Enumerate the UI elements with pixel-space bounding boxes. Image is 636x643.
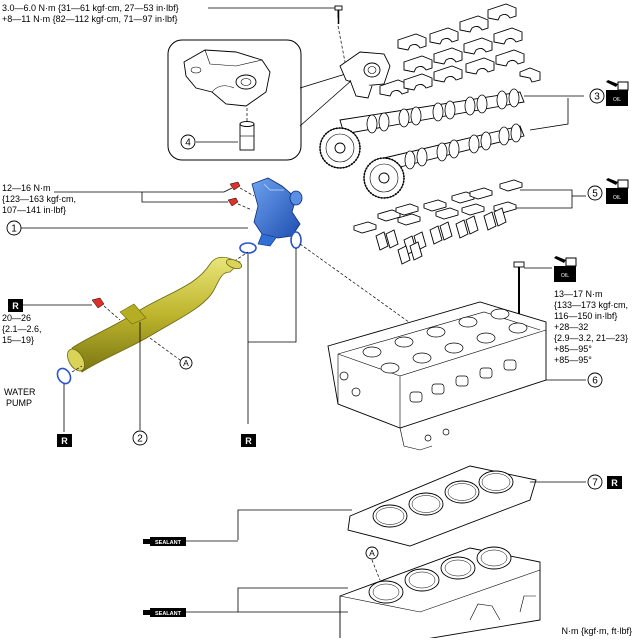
callout-group-3: 3 — [524, 88, 605, 131]
torque-right-line3: 116—150 in·lbf} — [554, 311, 617, 321]
camshaft-sprocket-exhaust — [363, 157, 405, 199]
callout-7-label: 7 — [592, 478, 598, 489]
water-pump-line2: PUMP — [6, 398, 32, 408]
torque-left-upper-line1: 12—16 N·m — [2, 183, 51, 193]
callout-5-label: 5 — [592, 189, 598, 200]
callout-A2 — [365, 546, 379, 560]
torque-left-lower-line2: {2.1—2.6, — [2, 324, 42, 334]
callout-6-label: 6 — [592, 376, 598, 387]
torque-right-line1: 13—17 N·m — [554, 289, 603, 299]
torque-right-line7: +85—95° — [554, 355, 592, 365]
torque-spec-top: 3.0—6.0 N·m {31—61 kgf·cm, 27—53 in·lbf}… — [2, 3, 339, 24]
water-pump-label: WATER PUMP — [4, 387, 36, 408]
torque-left-lower-line1: 20—26 — [2, 313, 31, 323]
cylinder-head — [327, 301, 547, 451]
callout-3 — [589, 88, 605, 104]
sealant-label-2: SEALANT — [155, 611, 182, 617]
camshaft-cap-bolt-top — [334, 5, 343, 24]
callout-1-label: 1 — [11, 224, 17, 235]
torque-top-line1: 3.0—6.0 N·m {31—61 kgf·cm, 27—53 in·lbf} — [2, 3, 179, 13]
callout-4-label: 4 — [185, 138, 191, 149]
inset-lash-adjuster-detail: 4 — [167, 39, 302, 161]
torque-right-line4: +28—32 — [554, 322, 588, 332]
callout-group-7: 7 — [530, 474, 603, 490]
oil-label-2: OIL — [613, 195, 621, 201]
o-ring-water-pump — [56, 367, 72, 385]
replace-label-left: R — [12, 301, 19, 311]
sealant-tube-icon: SEALANT — [143, 537, 186, 546]
callout-3-label: 3 — [594, 92, 600, 103]
sealant-tube-icon: SEALANT — [143, 608, 186, 617]
callout-1 — [6, 220, 22, 236]
torque-spec-right: 13—17 N·m {133—173 kgf·cm, 116—150 in·lb… — [554, 289, 628, 365]
oil-can-icon: OIL — [606, 178, 629, 204]
callout-7 — [587, 474, 603, 490]
callout-group-A2: A — [365, 546, 381, 581]
torque-spec-left-upper: 12—16 N·m {123—163 kgf·cm, 107—141 in·lb… — [2, 183, 233, 215]
callout-group-5: 5 — [516, 185, 603, 209]
torque-left-upper-line3: 107—141 in·lbf} — [2, 205, 66, 215]
torque-right-line5: {2.9—3.2, 21—23} — [554, 333, 628, 343]
callout-A2-label: A — [369, 548, 375, 558]
rocker-arms-lower — [375, 207, 507, 265]
thermostat-housing — [251, 177, 303, 247]
callout-A1-label: A — [183, 358, 189, 368]
rocker-arms-upper — [353, 179, 523, 234]
replace-badge-left: R — [8, 299, 23, 312]
o-ring-thermostat-2 — [290, 231, 302, 249]
callout-6 — [587, 372, 603, 388]
water-pump-line1: WATER — [4, 387, 36, 397]
replace-badge-center: R — [241, 434, 256, 447]
callout-A1 — [179, 356, 193, 370]
torque-right-line6: +85—95° — [554, 344, 592, 354]
camshaft-caps — [379, 3, 541, 97]
replace-badge-right: R — [607, 476, 622, 489]
callout-group-6: 6 — [546, 372, 603, 388]
o-ring-thermostat-1 — [239, 242, 257, 254]
camshaft-cap-set — [339, 51, 391, 99]
water-bypass-pipe — [67, 256, 243, 373]
torque-left-lower-line3: 15—19} — [2, 335, 34, 345]
sealant-label-1: SEALANT — [155, 540, 182, 546]
bolt-red-3 — [91, 297, 105, 309]
oil-can-icon: OIL — [606, 80, 629, 106]
oil-label-1: OIL — [613, 97, 621, 103]
torque-spec-left-lower: 20—26 {2.1—2.6, 15—19} — [2, 313, 42, 345]
callout-2 — [132, 430, 148, 446]
camshaft-exhaust — [383, 123, 525, 171]
camshaft-sprocket-intake — [319, 127, 361, 169]
callout-group-A1: A — [179, 356, 193, 370]
torque-left-upper-line2: {123—163 kgf·cm, — [2, 194, 76, 204]
torque-right-line2: {133—173 kgf·cm, — [554, 300, 628, 310]
callout-group-1: 1 — [6, 220, 248, 236]
oil-can-icon: OIL — [554, 256, 577, 282]
replace-badge-bottom-left: R — [57, 434, 72, 447]
torque-top-line2: +8—11 N·m {82—112 kgf·cm, 71—97 in·lbf} — [2, 14, 178, 24]
replace-label-right: R — [611, 478, 618, 488]
bolt-red-1 — [229, 181, 241, 191]
cylinder-block — [339, 546, 541, 641]
cylinder-head-gasket — [347, 465, 537, 547]
replace-label-bottom-left: R — [61, 436, 68, 446]
callout-4 — [180, 134, 196, 150]
replace-label-center: R — [245, 436, 252, 446]
oil-label-3: OIL — [561, 273, 569, 279]
bolt-red-2 — [227, 197, 239, 207]
units-footnote: N·m {kgf·m, ft·lbf} — [561, 626, 632, 636]
callout-group-2: 2 — [132, 322, 148, 446]
callout-5 — [587, 185, 603, 201]
callout-2-label: 2 — [137, 434, 143, 445]
